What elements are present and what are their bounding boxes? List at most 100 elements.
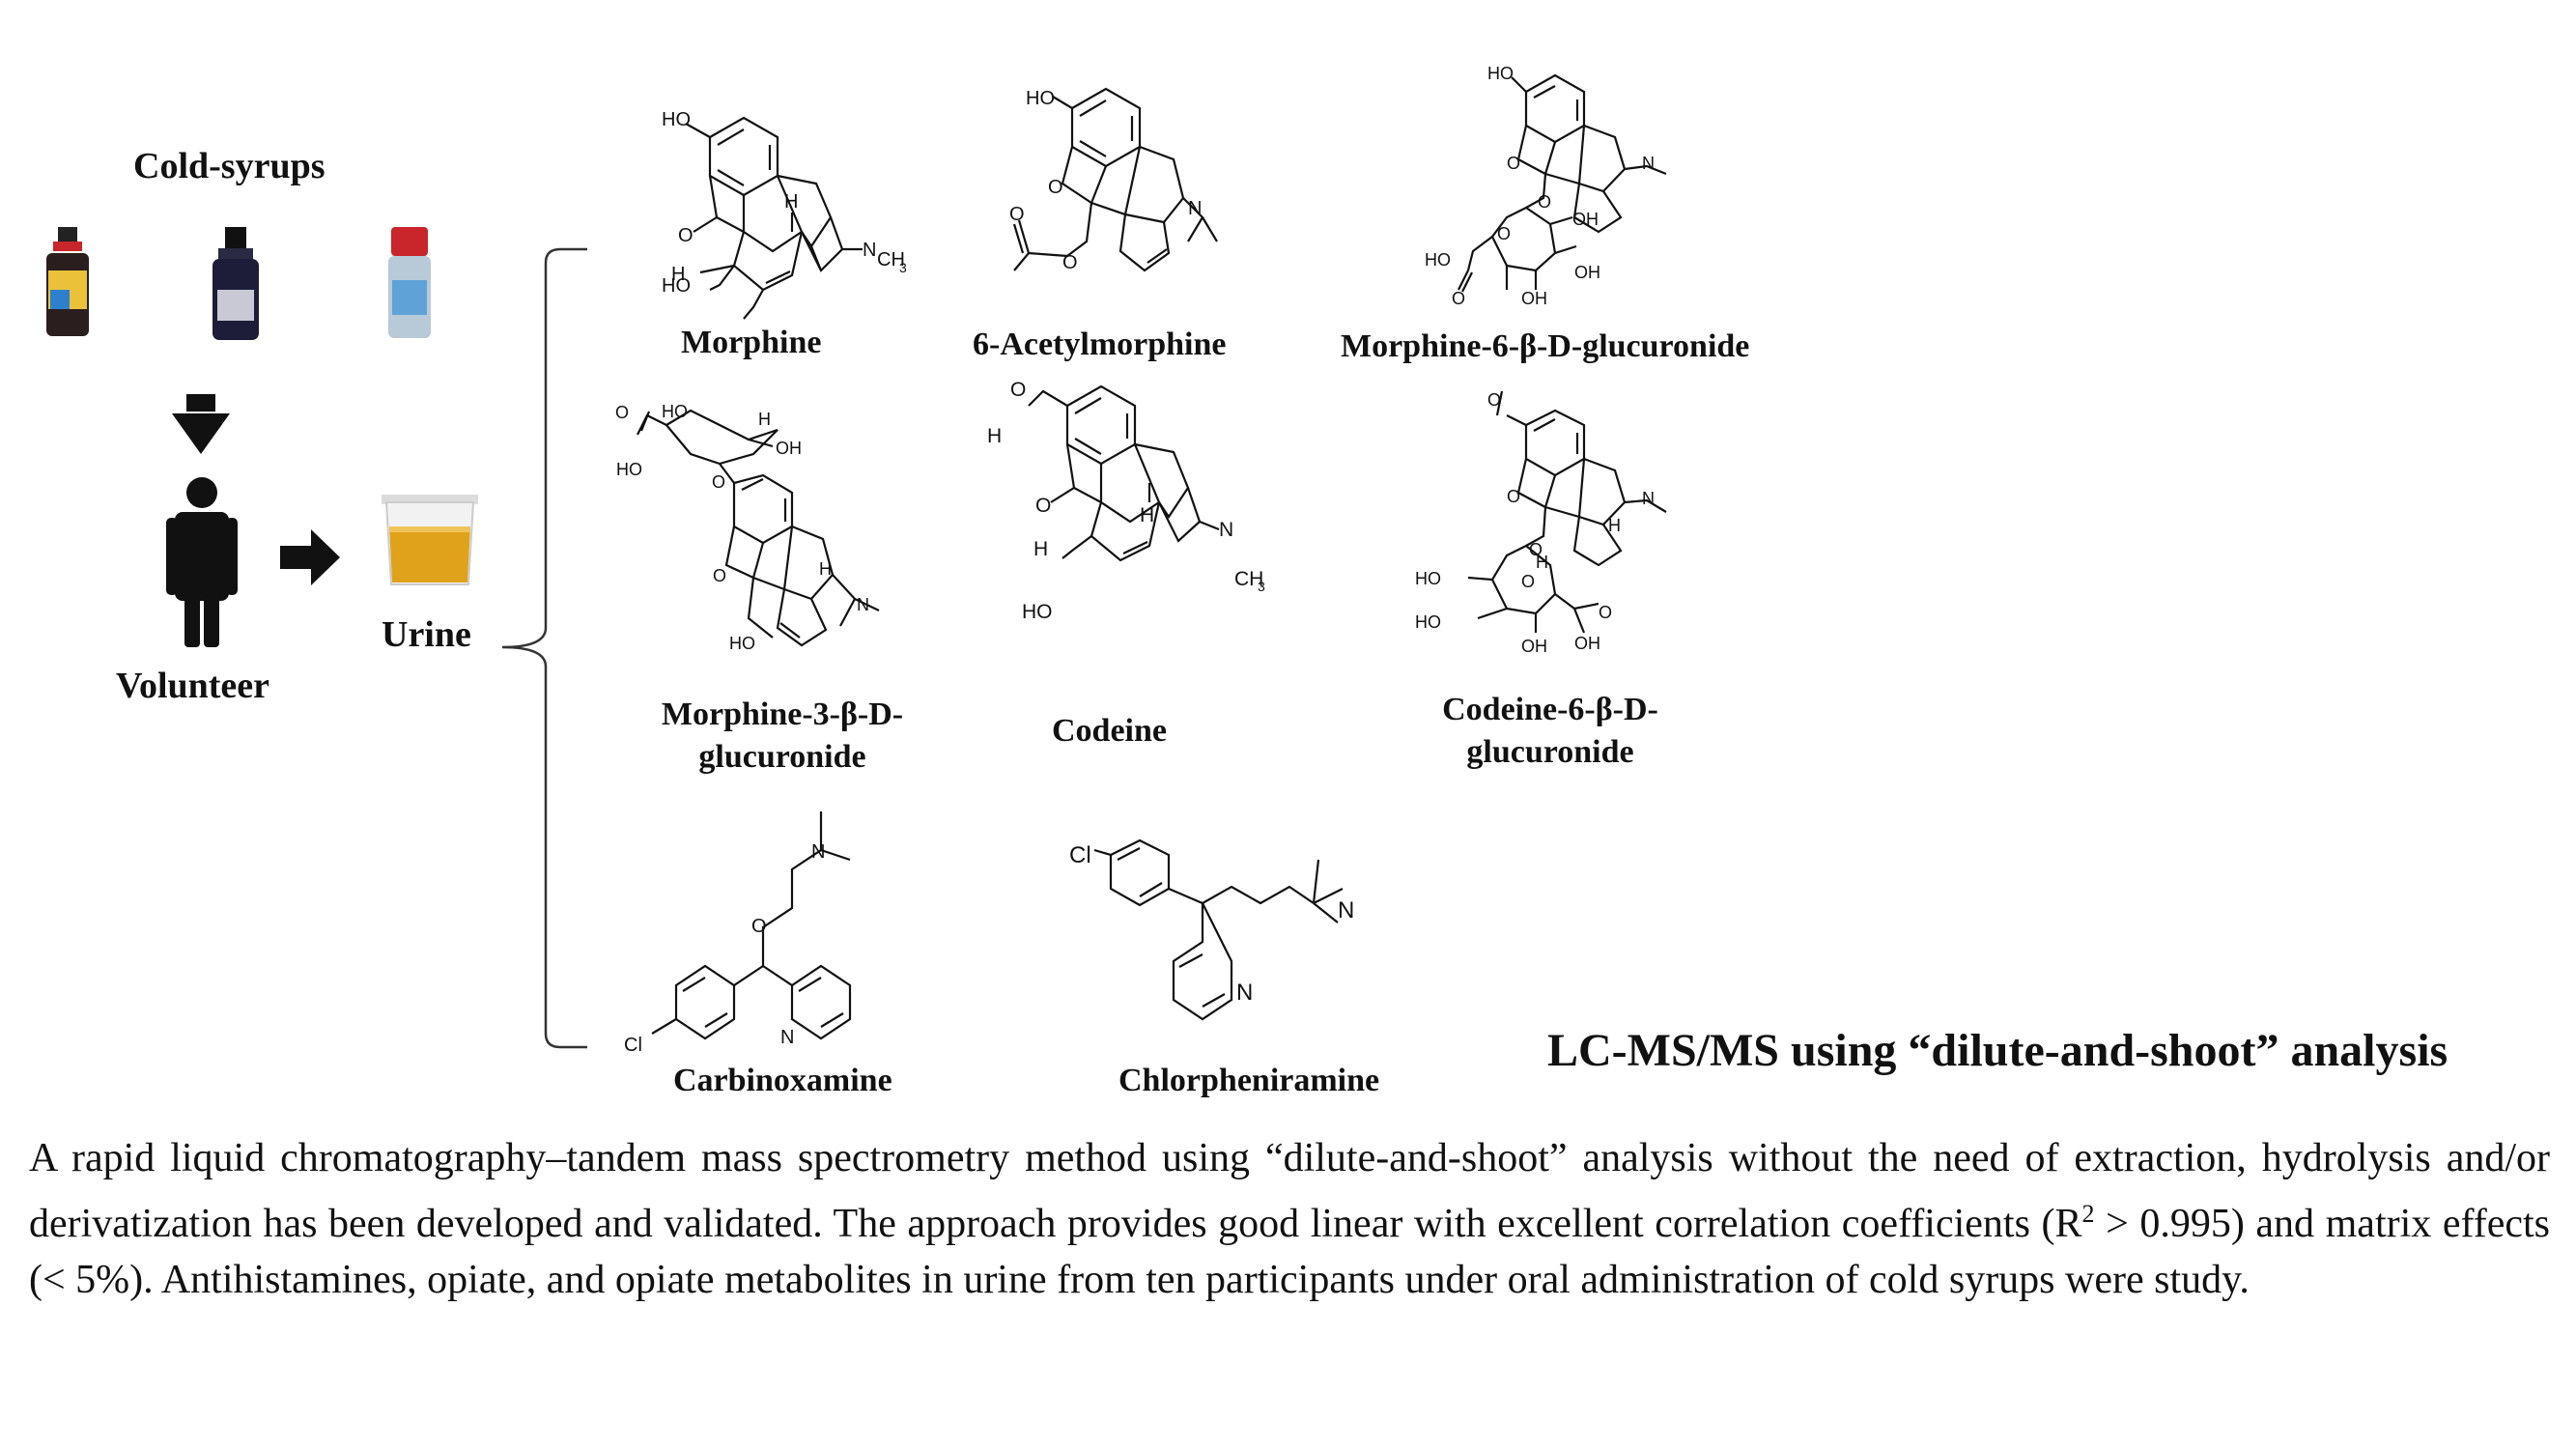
atom-label: O [1009, 204, 1025, 225]
atom-label: O [1521, 572, 1535, 591]
compound-label-acetylmorphine: 6-Acetylmorphine [973, 327, 1227, 362]
chlorpheniramine-structure [1093, 838, 1344, 1021]
compound-label-carbinoxamine: Carbinoxamine [673, 1063, 892, 1098]
atom-label: HO [1022, 601, 1053, 623]
syrup-bottle-2-icon [212, 227, 259, 340]
atom-label: 3 [899, 260, 907, 275]
carbinoxamine-structure [651, 811, 852, 1040]
acetylmorphine-structure [1012, 87, 1218, 272]
atom-label: OH [1521, 289, 1547, 308]
acetylmorphine-atoms: HO O O O N [1009, 88, 1202, 273]
atom-label: CH [877, 249, 905, 270]
atom-label: HO [1026, 88, 1055, 109]
arrow-down-icon [172, 394, 230, 454]
atom-label: 3 [1258, 579, 1265, 594]
atom-label: HO [1415, 612, 1441, 632]
atom-label: O [678, 225, 694, 246]
summary-part1: A rapid liquid chromatography–tandem mas… [29, 1136, 2550, 1246]
atom-label: OH [1572, 210, 1599, 229]
atom-label: HO [616, 460, 642, 479]
person-icon [166, 477, 238, 647]
left-panel-graphics [46, 227, 587, 1049]
codeine-structure [1028, 384, 1220, 562]
cold-syrups-label: Cold-syrups [133, 146, 326, 186]
atom-label: O [1507, 154, 1520, 173]
atom-label: N [1642, 489, 1655, 508]
compound-label-c6g-line2: glucuronide [1466, 734, 1634, 770]
atom-label: O [712, 472, 725, 492]
atom-label: OH [1521, 637, 1547, 656]
atom-label: H [987, 425, 1002, 447]
method-title: LC-MS/MS using “dilute-and-shoot” analys… [1547, 1025, 2449, 1076]
atom-label: HO [729, 634, 755, 653]
atom-label: N [811, 841, 825, 863]
atom-label: N [1219, 519, 1233, 541]
compound-label-m6g: Morphine-6-β-D-glucuronide [1341, 328, 1750, 364]
codeine-atoms: H O O H HO H N CH 3 [987, 379, 1265, 623]
atom-label: HO [662, 402, 688, 421]
carbinoxamine-atoms: N O Cl N [624, 841, 825, 1056]
atom-label: O [713, 566, 726, 585]
atom-label: N [1642, 154, 1655, 173]
compound-label-m3g-line1: Morphine-3-β-D- [661, 696, 904, 732]
compound-label-codeine: Codeine [1052, 713, 1167, 749]
atom-label: O [615, 403, 629, 422]
summary-superscript: 2 [2081, 1200, 2095, 1228]
atom-label: O [1035, 495, 1051, 517]
atom-label: O [1507, 487, 1520, 506]
arrow-right-icon [280, 529, 340, 585]
urine-cup-icon [382, 495, 478, 585]
atom-label: O [1497, 224, 1511, 243]
atom-label: O [1538, 192, 1551, 212]
bracket-brace [501, 247, 587, 1049]
atom-label: N [1188, 198, 1202, 219]
m6g-structure [1458, 73, 1667, 293]
atom-label: HO [662, 109, 691, 130]
atom-label: OH [1574, 263, 1600, 282]
atom-label: O [1529, 540, 1543, 559]
c6g-atoms: O O O H N H HO HO O OH OH O [1415, 390, 1655, 656]
compound-label-c6g-line1: Codeine-6-β-D- [1442, 692, 1658, 727]
atom-label: HO [1487, 64, 1514, 83]
atom-label: Cl [1069, 842, 1091, 868]
atom-label: H [1608, 516, 1621, 535]
syrup-bottle-1-icon [46, 227, 89, 336]
m3g-atoms: O HO HO H OH O O H N HO [615, 402, 869, 653]
atom-label: O [1062, 252, 1078, 273]
atom-label: N [1338, 897, 1354, 923]
atom-label: N [780, 1027, 794, 1048]
atom-label: O [1487, 390, 1501, 410]
atom-label: O [1452, 289, 1465, 308]
atom-label: H [819, 559, 832, 579]
urine-label: Urine [382, 614, 471, 655]
compound-label-chlorpheniramine: Chlorpheniramine [1118, 1063, 1380, 1098]
m3g-structure [637, 409, 880, 647]
atom-label: OH [776, 439, 802, 458]
atom-label: CH [1234, 568, 1263, 590]
atom-label: N [857, 595, 869, 614]
atom-label: H [1536, 553, 1548, 572]
atom-label: O [751, 916, 767, 937]
morphine-atoms: HO O H HO H N CH 3 [662, 109, 907, 297]
atom-label: H [671, 264, 685, 285]
compound-label-m3g-line2: glucuronide [698, 739, 866, 775]
atom-label: N [1236, 980, 1253, 1006]
atom-label: H [1033, 538, 1048, 560]
morphine-structure [685, 116, 863, 320]
atom-label: Cl [624, 1035, 642, 1056]
atom-label: O [1010, 379, 1026, 401]
chlorpheniramine-atoms: Cl N N [1069, 842, 1354, 1006]
atom-label: HO [1425, 250, 1451, 270]
atom-label: HO [662, 275, 691, 297]
atom-label: O [1048, 177, 1063, 198]
atom-label: H [784, 191, 798, 213]
summary-paragraph: A rapid liquid chromatography–tandem mas… [29, 1130, 2550, 1308]
atom-label: HO [1415, 569, 1441, 588]
compound-label-morphine: Morphine [681, 325, 822, 360]
atom-label: O [1599, 603, 1612, 622]
atom-label: H [758, 410, 771, 429]
m6g-atoms: HO O O O N OH OH HO O OH [1425, 64, 1655, 308]
atom-label: OH [1574, 634, 1600, 653]
